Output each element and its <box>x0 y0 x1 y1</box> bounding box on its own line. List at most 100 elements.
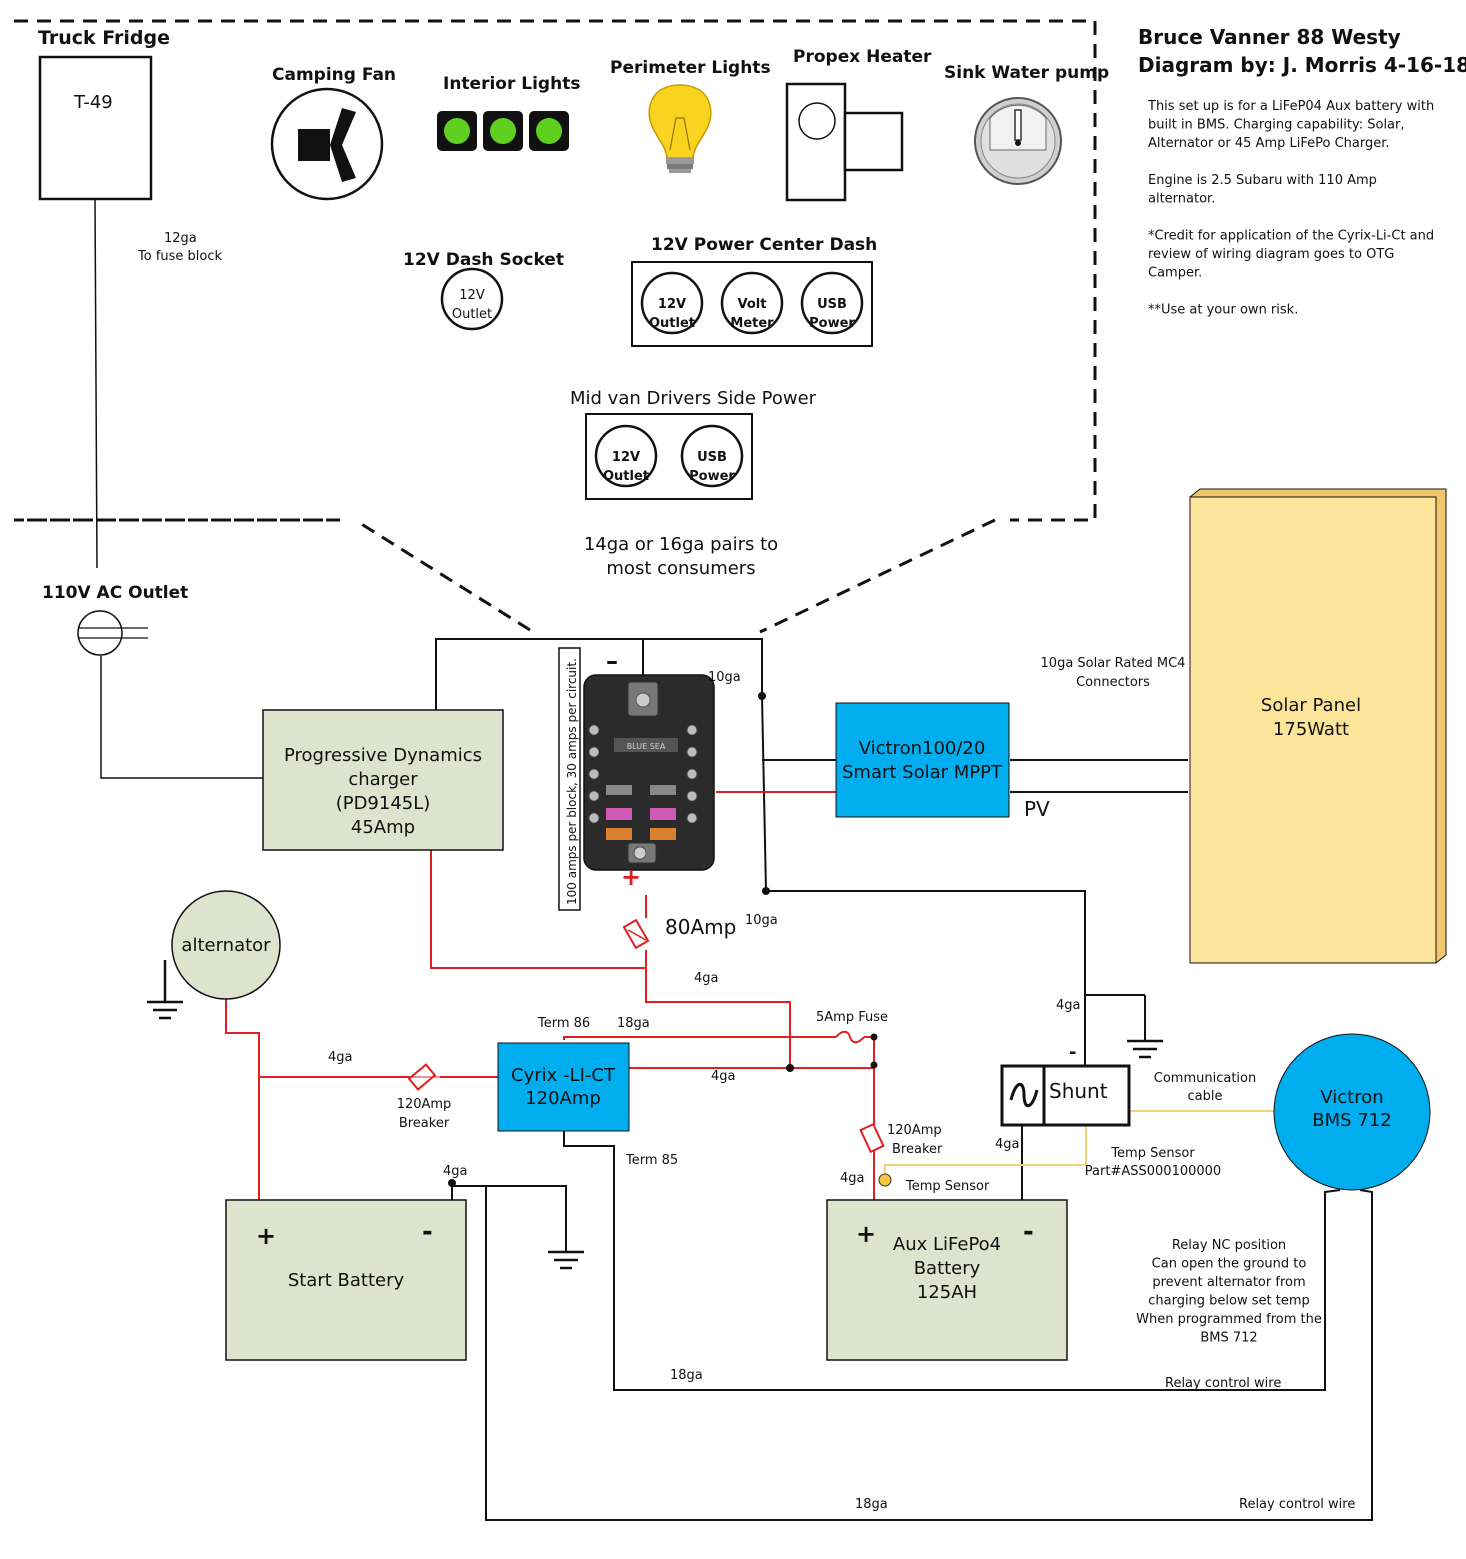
cyrix-out-gauge: 4ga <box>711 1069 736 1084</box>
relay2-text: Relay control wire <box>1239 1497 1355 1512</box>
heater-duct <box>843 111 904 172</box>
temp-sensor-icon <box>878 1173 892 1187</box>
ground-icon <box>548 1250 584 1270</box>
aux-battery: + - Aux LiFePo4 Battery 125AH <box>826 1199 1068 1361</box>
shunt-out-gauge: 4ga <box>995 1137 1020 1152</box>
breaker-a-line1: 120Amp <box>397 1097 452 1112</box>
notes-line: Engine is 2.5 Subaru with 110 Amp <box>1148 173 1377 188</box>
fan-icon <box>298 108 356 182</box>
pc-usb-power <box>800 271 864 335</box>
sink-pump: Sink Water pump <box>944 63 1109 185</box>
junction-dot <box>870 1033 878 1041</box>
truck-fridge: Truck Fridge T-49 <box>38 27 170 201</box>
dash-socket-circle <box>440 267 504 331</box>
pc-volt-meter <box>720 271 784 335</box>
shunt-in-gauge: 4ga <box>1056 998 1081 1013</box>
shunt: Shunt <box>1000 1064 1131 1127</box>
fuse-block-plus: + <box>621 863 641 891</box>
alternator: alternator <box>171 890 281 1000</box>
start-neg-gauge: 4ga <box>443 1164 468 1179</box>
interior-lights-label: Interior Lights <box>443 74 580 94</box>
alternator-label: alternator <box>181 935 271 956</box>
relay1-text: Relay control wire <box>1165 1376 1281 1391</box>
start-battery: + - Start Battery <box>225 1199 467 1361</box>
mppt-line2: Smart Solar MPPT <box>842 762 1003 783</box>
fuse-feed-gauge: 4ga <box>694 971 719 986</box>
fuse-block-brand: BLUE SEA <box>627 742 666 751</box>
relaynote-line: BMS 712 <box>1200 1331 1257 1346</box>
fuse-block-minus: – <box>606 647 618 675</box>
pc-item-3-line1: USB <box>817 297 847 312</box>
power-center: 12V Power Center Dash 12V Outlet Volt Me… <box>631 235 877 347</box>
pc-item-1-line2: Outlet <box>649 316 695 331</box>
charger-line4: 45Amp <box>351 817 415 838</box>
aux-battery-line3: 125AH <box>917 1282 977 1303</box>
aux-battery-line2: Battery <box>914 1258 981 1279</box>
solar-line1: Solar Panel <box>1261 695 1361 716</box>
aux-battery-box <box>826 1199 1068 1361</box>
junction-dot <box>786 1064 794 1072</box>
notes-line: **Use at your own risk. <box>1148 303 1298 318</box>
start-battery-minus: - <box>422 1217 433 1247</box>
mv-item-1-line1: 12V <box>612 450 640 465</box>
mv-item-2-line2: Power <box>689 469 735 484</box>
start-battery-label: Start Battery <box>288 1270 405 1291</box>
title-line1: Bruce Vanner 88 Westy <box>1138 25 1401 49</box>
perimeter-lights-label: Perimeter Lights <box>610 58 771 78</box>
shunt-minus: - <box>1069 1042 1076 1063</box>
temp-sensor-label: Temp Sensor <box>905 1179 990 1194</box>
fuse-5a-label: 5Amp Fuse <box>816 1010 888 1025</box>
cyrix-line2: 120Amp <box>525 1088 601 1109</box>
relay2-gauge: 18ga <box>855 1497 888 1512</box>
main-fuse-label: 80Amp <box>665 915 736 939</box>
start-battery-box <box>225 1199 467 1361</box>
dash-socket-line2: Outlet <box>452 307 492 322</box>
relaynote-line: Can open the ground to <box>1152 1257 1307 1272</box>
bms-line2: BMS 712 <box>1312 1110 1391 1131</box>
charger-line3: (PD9145L) <box>336 793 431 814</box>
alternator-circle <box>171 890 281 1000</box>
charger-line1: Progressive Dynamics <box>284 745 482 766</box>
notes-line: Alternator or 45 Amp LiFePo Charger. <box>1148 136 1390 151</box>
pv-label: PV <box>1024 797 1050 821</box>
mc4-note-line1: 10ga Solar Rated MC4 <box>1041 656 1186 671</box>
charger-box <box>262 709 504 851</box>
alt-wire-gauge: 4ga <box>328 1050 353 1065</box>
junction-dot <box>448 1179 456 1187</box>
power-center-label: 12V Power Center Dash <box>651 235 877 255</box>
solar-line2: 175Watt <box>1273 719 1349 740</box>
pc-item-2-line1: Volt <box>738 297 767 312</box>
mid-van-label: Mid van Drivers Side Power <box>570 388 817 409</box>
dash-socket-line1: 12V <box>459 288 485 303</box>
dash-socket-label: 12V Dash Socket <box>403 250 564 270</box>
mv-12v-outlet <box>594 424 658 488</box>
mppt-line1: Victron100/20 <box>859 738 986 759</box>
notes-line: built in BMS. Charging capability: Solar… <box>1148 118 1405 133</box>
header: Bruce Vanner 88 Westy Diagram by: J. Mor… <box>1138 25 1466 318</box>
truck-fridge-label: Truck Fridge <box>38 27 170 49</box>
light-2-lens <box>490 118 516 144</box>
fuse-block-side-label: 100 amps per block, 30 amps per circuit. <box>565 658 579 905</box>
heater-vent-icon <box>798 102 836 140</box>
notes-line: *Credit for application of the Cyrix-Li-… <box>1148 229 1434 244</box>
fuse-icon-5a <box>835 1030 865 1044</box>
notes-line: This set up is for a LiFeP04 Aux battery… <box>1147 99 1434 114</box>
junction-dot <box>762 887 770 895</box>
camping-fan-label: Camping Fan <box>272 65 396 85</box>
ac-wave-icon <box>1009 1082 1039 1108</box>
bms-712: Victron BMS 712 <box>1273 1033 1431 1191</box>
relay1-gauge: 18ga <box>670 1368 703 1383</box>
breaker-icon <box>859 1122 885 1154</box>
term86-gauge: 18ga <box>617 1016 650 1031</box>
pump-switch-icon <box>974 97 1062 185</box>
fridge-box <box>38 55 153 201</box>
breaker-b-line2: Breaker <box>892 1142 943 1157</box>
breaker-b-line1: 120Amp <box>887 1123 942 1138</box>
propex-heater: Propex Heater <box>785 47 932 202</box>
breaker-icon <box>395 1063 440 1091</box>
pc-12v-outlet <box>640 271 704 335</box>
mc4-note-line2: Connectors <box>1076 675 1150 690</box>
heater-body <box>785 82 847 202</box>
start-battery-plus: + <box>256 1222 276 1250</box>
